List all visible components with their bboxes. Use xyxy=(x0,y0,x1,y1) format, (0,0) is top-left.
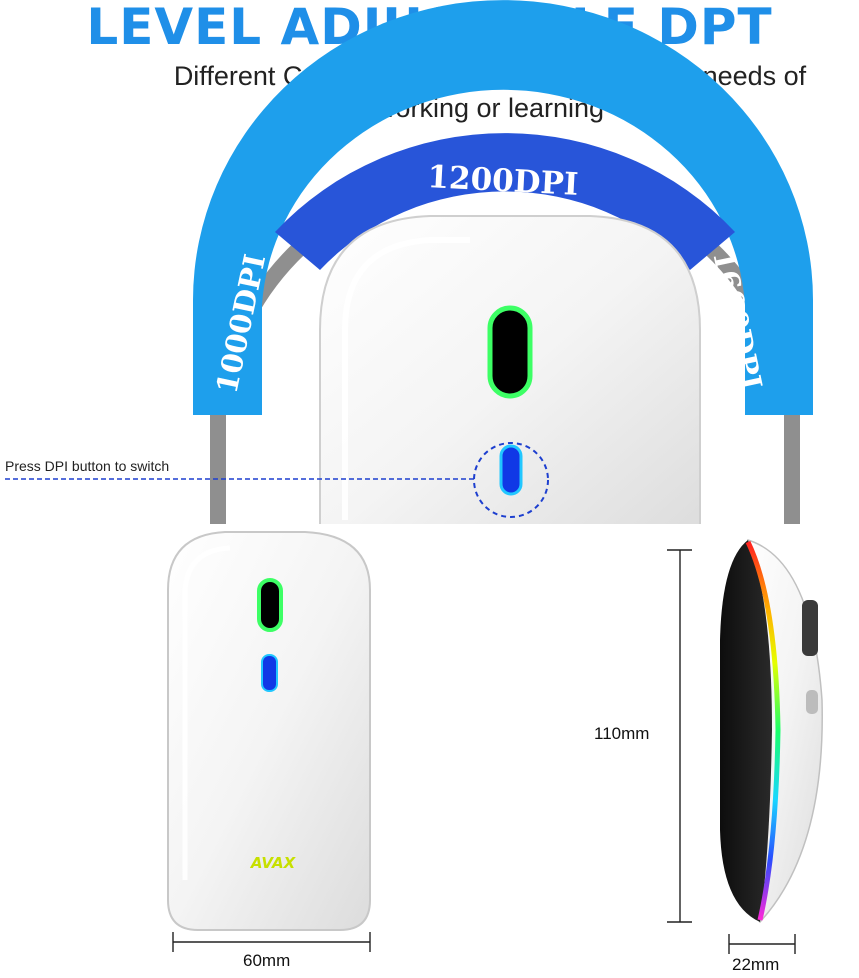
scroll-wheel xyxy=(487,305,533,399)
height-dimension-label: 110mm xyxy=(594,724,650,743)
brand-logo: AVAX xyxy=(250,854,297,872)
width-dimension-line xyxy=(172,932,371,952)
mouse-side-view xyxy=(720,539,823,924)
dpi-button xyxy=(499,444,523,496)
dpi-arc-center-segment xyxy=(275,133,735,270)
mouse-top-view: AVAX xyxy=(167,531,371,931)
depth-dimension-label: 22mm xyxy=(732,955,780,974)
width-dimension-label: 60mm xyxy=(243,951,291,970)
dpi-switch-callout: Press DPI button to switch xyxy=(5,458,170,474)
dpi-label-1200: 1200DPI xyxy=(427,159,580,203)
mouse-top-closeup xyxy=(319,215,701,524)
dpi-arc-band xyxy=(193,0,813,415)
depth-dimension-line xyxy=(728,934,796,954)
dpi-button-highlight-circle xyxy=(473,442,549,518)
height-dimension-line xyxy=(667,549,692,923)
